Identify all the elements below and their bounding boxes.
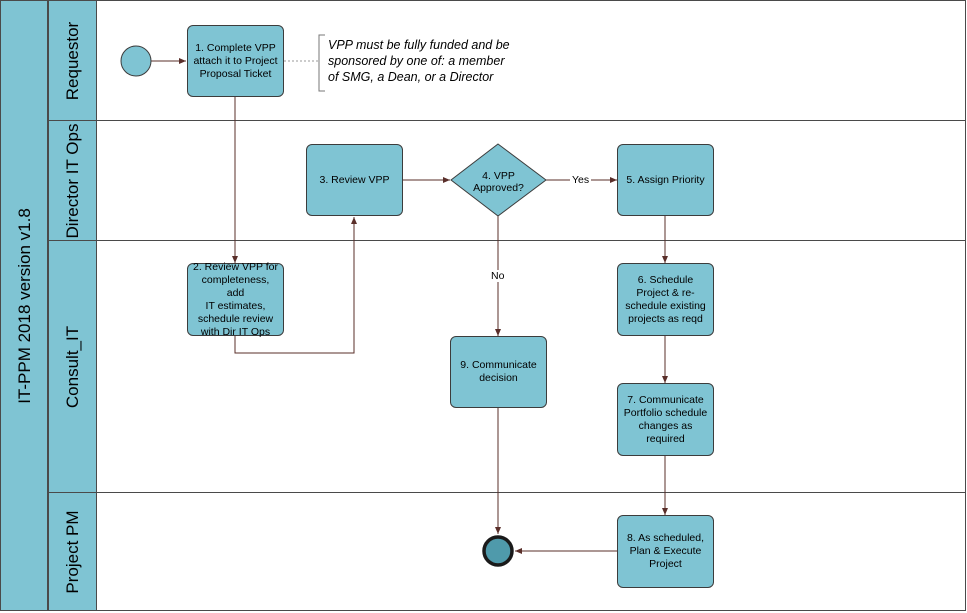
annotation-bracket: [318, 34, 325, 92]
gateway-label: 4. VPP Approved?: [473, 170, 524, 194]
task-assign-priority: 5. Assign Priority: [617, 144, 714, 216]
task-plan-execute: 8. As scheduled, Plan & Execute Project: [617, 515, 714, 588]
end-event: [482, 535, 514, 567]
lane-header-consult-it: Consult_IT: [48, 240, 97, 493]
annotation-text: VPP must be fully funded and be sponsore…: [328, 38, 510, 84]
task-schedule-project: 6. Schedule Project & re- schedule exist…: [617, 263, 714, 336]
task-review-vpp-completeness: 2. Review VPP for completeness, add IT e…: [187, 261, 284, 338]
gateway-vpp-approved: [450, 143, 547, 217]
lane-header-requestor: Requestor: [48, 0, 97, 121]
pool-header: IT-PPM 2018 version v1.8: [0, 0, 48, 611]
task-review-vpp: 3. Review VPP: [306, 144, 403, 216]
edge-label-no: No: [489, 270, 507, 282]
task-complete-vpp: 1. Complete VPP attach it to Project Pro…: [187, 25, 284, 97]
edge-label-yes: Yes: [570, 174, 592, 186]
task-communicate-portfolio: 7. Communicate Portfolio schedule change…: [617, 383, 714, 456]
edge-task2-to-task3: [234, 217, 357, 354]
lane-header-project-pm: Project PM: [48, 492, 97, 611]
task-communicate-decision: 9. Communicate decision: [450, 336, 547, 408]
start-event: [120, 45, 152, 77]
